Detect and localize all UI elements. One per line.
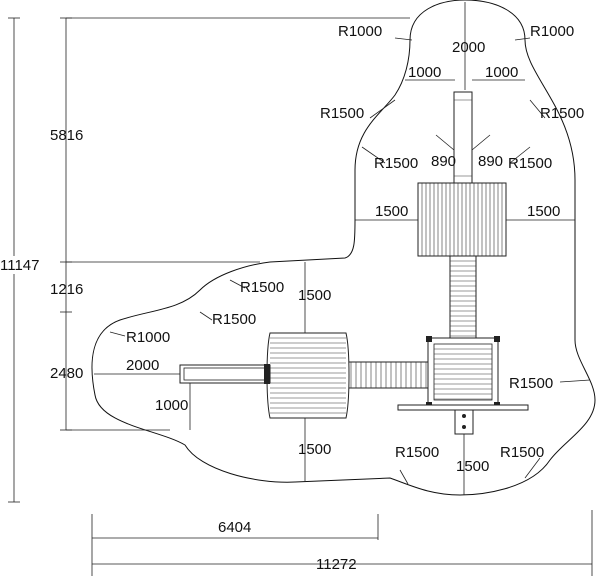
overall-width-label: 11272	[316, 556, 357, 573]
overall-height-label: 11147	[0, 257, 40, 274]
inner-dimension-lines	[94, 2, 591, 495]
upper-height-label: 5816	[50, 127, 83, 144]
left-wing-bottom-clear-label: 1500	[298, 441, 331, 458]
vertical-bridge	[449, 255, 477, 341]
upper-side-left-label: 1500	[375, 203, 408, 220]
upper-inner-left-radius-label: R1500	[374, 155, 418, 172]
step-post	[454, 409, 474, 435]
bottom-width-dimensions	[91, 510, 593, 576]
bottom-clear-label: 1500	[456, 458, 489, 475]
top-offset-left-label: 1000	[408, 64, 441, 81]
top-offset-right-label: 1000	[485, 64, 518, 81]
upper-platform	[417, 182, 507, 257]
tower-base-bar	[397, 404, 529, 411]
bottom-right-side-radius-label: R1500	[509, 375, 553, 392]
beam-right-label: 890	[478, 153, 503, 170]
upper-side-right-label: 1500	[527, 203, 560, 220]
left-platform	[266, 332, 350, 419]
middle-height-label: 1216	[50, 281, 83, 298]
tower-platform	[426, 336, 500, 408]
upper-outer-left-radius-label: R1500	[320, 105, 364, 122]
upper-beam	[453, 91, 473, 185]
bottom-right-radius-label: R1500	[500, 444, 544, 461]
slide-length-label: 2000	[126, 357, 159, 374]
lower-height-label: 2480	[50, 365, 83, 382]
upper-inner-right-radius-label: R1500	[508, 155, 552, 172]
bottom-left-radius-label: R1500	[395, 444, 439, 461]
left-segment-dimensions	[60, 17, 410, 431]
left-wing-left-radius-label: R1000	[126, 329, 170, 346]
top-left-radius-label: R1000	[338, 23, 382, 40]
top-gap-label: 2000	[452, 39, 485, 56]
horizontal-bridge	[345, 361, 429, 389]
top-right-radius-label: R1000	[530, 23, 574, 40]
safety-zone-outline	[91, 0, 596, 496]
upper-outer-right-radius-label: R1500	[540, 105, 584, 122]
beam-left-label: 890	[431, 153, 456, 170]
left-wing-top-radius-2-label: R1500	[212, 311, 256, 328]
slide-offset-label: 1000	[155, 397, 188, 414]
slide	[179, 364, 271, 384]
overall-height-dimension	[0, 17, 26, 503]
left-wing-top-radius-1-label: R1500	[240, 279, 284, 296]
left-part-width-label: 6404	[218, 519, 251, 536]
left-wing-top-clear-label: 1500	[298, 287, 331, 304]
